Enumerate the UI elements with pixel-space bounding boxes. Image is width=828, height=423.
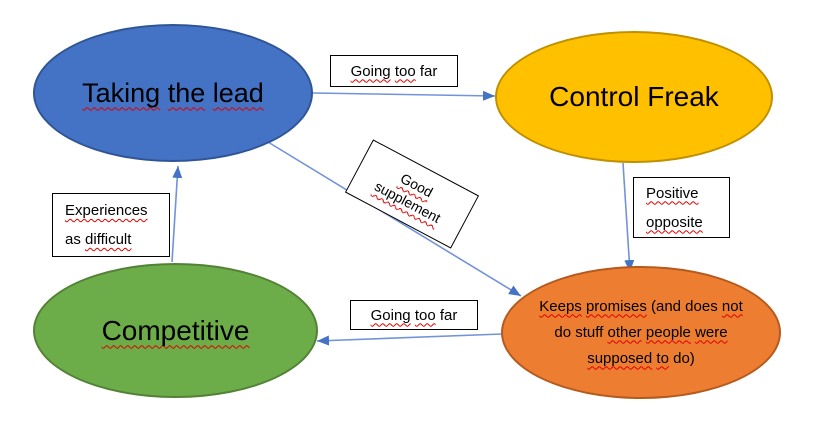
arrow-positive-opposite[interactable] — [622, 162, 635, 273]
node-taking-the-lead-label: Taking the lead — [82, 77, 264, 108]
arrow-experiences-as-difficult[interactable] — [171, 165, 183, 263]
label-box-going-too-far-bottom[interactable]: Going too far — [350, 300, 478, 330]
node-competitive[interactable]: Competitive — [33, 263, 318, 398]
node-control-freak-label: Control Freak — [549, 81, 719, 112]
label-box-going-too-far-top[interactable]: Going too far — [330, 55, 458, 87]
node-control-freak[interactable]: Control Freak — [495, 31, 773, 163]
node-competitive-label: Competitive — [101, 314, 250, 346]
label-going-too-far-top-text: Going too far — [350, 62, 438, 80]
node-taking-the-lead[interactable]: Taking the lead — [33, 24, 313, 162]
arrow-going-too-far-bottom[interactable] — [316, 333, 503, 346]
arrow-going-too-far-top[interactable] — [312, 90, 496, 101]
label-going-too-far-bottom-text: Going too far — [370, 306, 458, 324]
